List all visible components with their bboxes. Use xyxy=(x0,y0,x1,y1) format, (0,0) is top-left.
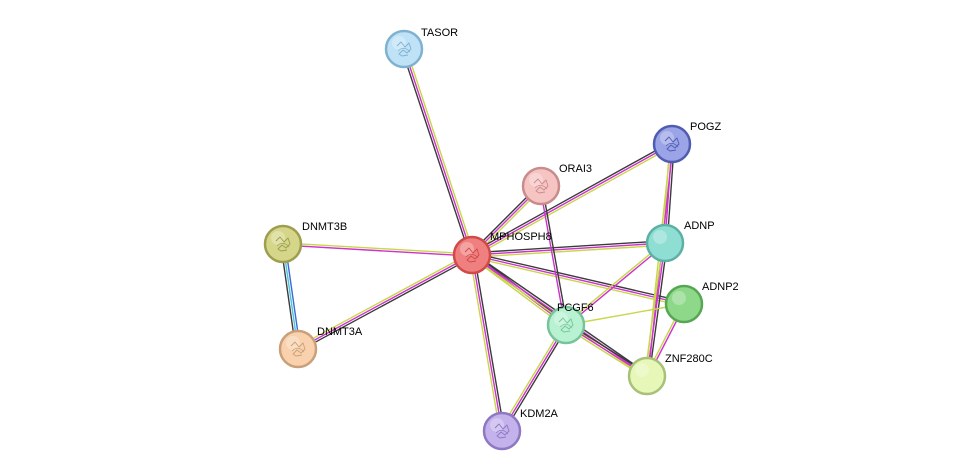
node-adnp[interactable]: ADNP xyxy=(645,220,715,263)
edge-line-magenta xyxy=(566,243,667,327)
nodes-layer: MPHOSPH8 TASOR ORAI3 POGZ ADNP ADNP2 DNMT3B DNM… xyxy=(263,27,739,451)
node-label: DNMT3B xyxy=(302,221,347,233)
node-kdm2a[interactable]: KDM2A xyxy=(482,408,559,451)
node-highlight xyxy=(529,173,543,187)
edge-mphosph8-dnmt3a[interactable] xyxy=(296,252,474,352)
edge-mphosph8-tasor[interactable] xyxy=(401,48,475,256)
protein-structure-icon xyxy=(494,423,510,439)
edge-line-magenta xyxy=(403,48,473,256)
edge-line-yellow xyxy=(405,48,475,255)
edge-line-magenta xyxy=(471,242,666,256)
node-label: ADNP xyxy=(684,220,715,232)
edge-mphosph8-adnp2[interactable] xyxy=(471,252,685,307)
node-highlight xyxy=(392,36,406,50)
node-label: KDM2A xyxy=(520,408,559,420)
edge-pcgf6-kdm2a[interactable] xyxy=(499,323,569,433)
edge-line-magenta xyxy=(471,254,503,432)
node-adnp2[interactable]: ADNP2 xyxy=(664,281,739,324)
node-znf280c[interactable]: ZNF280C xyxy=(627,353,713,396)
edge-line-magenta xyxy=(471,254,685,305)
node-circle[interactable] xyxy=(627,356,667,396)
node-highlight xyxy=(660,131,674,145)
edge-mphosph8-kdm2a[interactable] xyxy=(469,254,505,432)
node-circle[interactable] xyxy=(645,223,685,263)
node-highlight xyxy=(286,336,300,350)
node-label: PCGF6 xyxy=(557,302,594,314)
node-label: DNMT3A xyxy=(317,326,363,338)
node-mphosph8[interactable]: MPHOSPH8 xyxy=(452,231,552,275)
edge-line-yellow xyxy=(472,244,666,258)
edge-line-black xyxy=(541,185,568,325)
node-dnmt3a[interactable]: DNMT3A xyxy=(278,326,363,369)
edge-line-magenta xyxy=(539,186,566,326)
edge-orai3-pcgf6[interactable] xyxy=(539,185,568,326)
edge-line-yellow xyxy=(283,242,473,255)
node-circle[interactable] xyxy=(263,224,303,264)
edge-line-black xyxy=(473,254,505,431)
node-label: ZNF280C xyxy=(665,353,713,365)
node-circle[interactable] xyxy=(664,284,704,324)
node-highlight xyxy=(653,230,667,244)
edge-line-yellow xyxy=(469,255,501,432)
edge-line-yellow xyxy=(471,256,684,307)
edge-line-yellow xyxy=(564,241,665,325)
edge-line-black xyxy=(472,252,685,303)
node-circle[interactable] xyxy=(652,124,692,164)
edge-line-black xyxy=(298,256,474,352)
node-highlight xyxy=(460,242,474,256)
node-circle[interactable] xyxy=(546,305,586,345)
node-label: ADNP2 xyxy=(702,281,739,293)
edge-line-black xyxy=(648,243,668,377)
protein-structure-icon xyxy=(396,41,412,57)
node-circle[interactable] xyxy=(482,411,522,451)
node-highlight xyxy=(271,231,285,245)
edge-line-yellow xyxy=(472,145,674,258)
protein-structure-icon xyxy=(275,236,291,252)
node-highlight xyxy=(672,291,686,305)
node-circle[interactable] xyxy=(384,29,424,69)
edge-line-magenta xyxy=(282,244,472,257)
protein-structure-icon xyxy=(533,178,549,194)
edge-line-black xyxy=(503,325,569,433)
node-tasor[interactable]: TASOR xyxy=(384,27,458,69)
protein-structure-icon xyxy=(464,247,480,263)
edge-line-black xyxy=(470,141,672,254)
node-pogz[interactable]: POGZ xyxy=(652,121,721,164)
node-circle[interactable] xyxy=(452,235,492,275)
protein-structure-icon xyxy=(558,317,574,333)
edge-adnp2-pcgf6[interactable] xyxy=(565,303,685,326)
edge-line-yellow xyxy=(499,323,565,431)
edge-mphosph8-adnp[interactable] xyxy=(471,240,666,258)
edge-line-magenta xyxy=(297,254,473,350)
node-highlight xyxy=(635,363,649,377)
node-label: POGZ xyxy=(690,121,721,133)
edge-mphosph8-pogz[interactable] xyxy=(470,141,674,258)
edge-line-yellow xyxy=(565,303,685,326)
node-highlight xyxy=(554,312,568,326)
edge-adnp-pcgf6[interactable] xyxy=(564,241,667,327)
edge-line-black xyxy=(471,240,665,254)
node-pcgf6[interactable]: PCGF6 xyxy=(546,302,594,345)
node-label: ORAI3 xyxy=(559,163,592,175)
edge-line-magenta xyxy=(471,143,673,256)
edge-line-magenta xyxy=(501,324,567,432)
protein-structure-icon xyxy=(664,136,680,152)
node-dnmt3b[interactable]: DNMT3B xyxy=(263,221,347,264)
edge-line-yellow xyxy=(296,252,472,348)
node-label: MPHOSPH8 xyxy=(490,231,552,243)
node-circle[interactable] xyxy=(521,166,561,206)
node-label: TASOR xyxy=(421,27,458,39)
node-highlight xyxy=(490,418,504,432)
node-orai3[interactable]: ORAI3 xyxy=(521,163,592,206)
edge-line-black xyxy=(401,49,471,256)
protein-structure-icon xyxy=(290,341,306,357)
node-circle[interactable] xyxy=(278,329,318,369)
edge-mphosph8-dnmt3b[interactable] xyxy=(282,242,473,257)
